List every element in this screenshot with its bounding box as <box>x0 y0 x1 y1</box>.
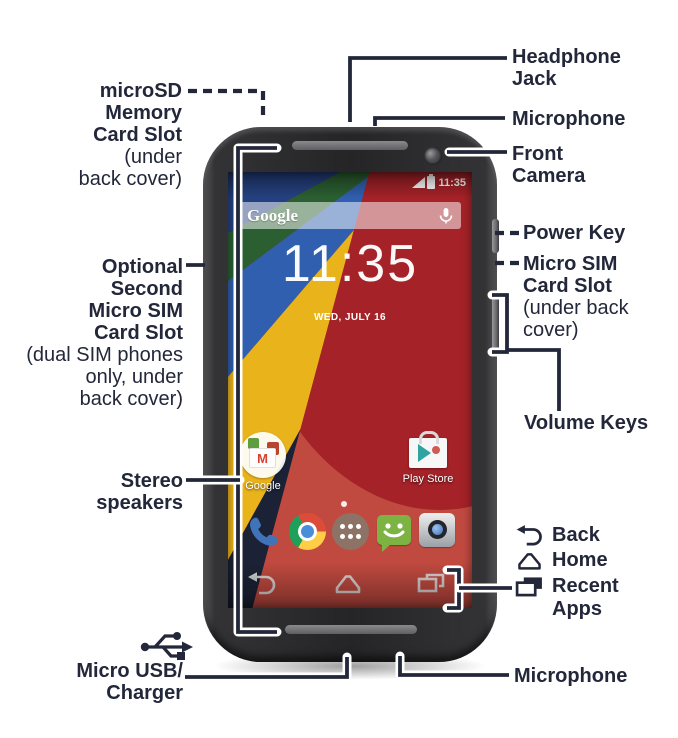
headphone-jack-line <box>348 56 507 122</box>
label-front-camera: Front Camera <box>512 143 586 187</box>
google-logo: Google <box>247 205 298 225</box>
volume-keys-button <box>492 293 499 356</box>
microsd-dashed-line <box>188 88 266 121</box>
bottom-speaker-grille <box>285 625 417 634</box>
phone-screen: 11:35 Google 11:35 WED, JULY 16 M Goog <box>228 172 472 608</box>
usb-icon <box>140 632 193 660</box>
label-micro-sim: Micro SIM Card Slot (under back cover) <box>523 253 629 341</box>
app-drawer-icon[interactable] <box>332 513 369 550</box>
row-back: Back <box>514 524 600 546</box>
home-icon <box>518 552 541 570</box>
camera-icon[interactable] <box>419 513 455 547</box>
label-micro-usb: Micro USB/ Charger <box>76 660 183 704</box>
nav-bar <box>228 568 472 608</box>
back-icon <box>516 525 542 546</box>
back-nav-icon[interactable] <box>247 571 277 595</box>
battery-icon <box>427 174 436 189</box>
label-apps: Apps <box>552 598 602 620</box>
phone-icon[interactable] <box>244 513 280 551</box>
label-back: Back <box>552 524 600 546</box>
microphone-top-line <box>373 116 505 126</box>
power-key-button <box>492 219 499 253</box>
row-recent: Recent <box>514 575 619 597</box>
date-widget: WED, JULY 16 <box>313 312 387 323</box>
google-folder-icon[interactable]: M <box>240 432 286 478</box>
label-microsd: microSD Memory Card Slot (under back cov… <box>78 80 182 190</box>
label-stereo-speakers: Stereo speakers <box>96 470 183 514</box>
chrome-icon[interactable] <box>289 513 326 550</box>
gmail-icon: M <box>249 448 276 468</box>
messaging-icon[interactable] <box>377 515 411 552</box>
dock <box>228 511 472 555</box>
row-home: Home <box>514 549 608 571</box>
label-optional-sim: Optional Second Micro SIM Card Slot (dua… <box>26 256 183 410</box>
play-store-icon[interactable] <box>409 431 447 468</box>
page-indicator-dot <box>341 501 347 507</box>
phone-body: 11:35 Google 11:35 WED, JULY 16 M Goog <box>203 127 497 662</box>
label-microphone-bottom: Microphone <box>514 665 628 687</box>
play-triangle <box>418 444 431 462</box>
clock-widget: 11:35 <box>281 235 419 293</box>
label-volume-keys: Volume Keys <box>524 412 649 434</box>
status-time: 11:35 <box>438 176 466 189</box>
google-search-bar[interactable]: Google <box>239 202 461 229</box>
front-camera-lens <box>424 147 442 165</box>
play-store-label: Play Store <box>402 473 454 485</box>
status-bar: 11:35 <box>412 174 466 189</box>
label-power-key: Power Key <box>523 222 626 244</box>
play-dot <box>432 446 440 454</box>
recent-nav-icon[interactable] <box>416 571 446 595</box>
label-home: Home <box>552 549 608 571</box>
home-nav-icon[interactable] <box>333 571 363 595</box>
earpiece-speaker-grille <box>292 141 408 150</box>
recent-apps-icon <box>515 576 542 596</box>
signal-icon <box>412 177 426 188</box>
google-folder-label: Google <box>245 480 281 492</box>
label-recent: Recent <box>552 575 619 597</box>
volume-connector-line <box>506 348 561 411</box>
label-microphone-top: Microphone <box>512 108 626 130</box>
label-headphone-jack: Headphone Jack <box>512 46 621 90</box>
mic-icon[interactable] <box>439 207 453 225</box>
